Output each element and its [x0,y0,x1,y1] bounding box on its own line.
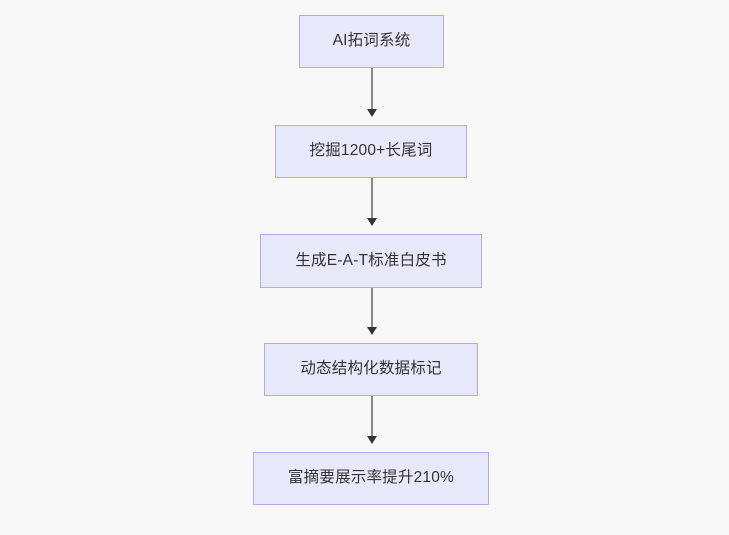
flow-node-label: AI拓词系统 [332,32,411,50]
flow-node-label: 富摘要展示率提升210% [287,469,455,487]
edge-line [371,396,373,437]
flow-node-1[interactable]: AI拓词系统 [299,15,444,68]
flow-node-3[interactable]: 生成E-A-T标准白皮书 [260,234,482,288]
flow-node-label: 动态结构化数据标记 [300,360,442,378]
flow-node-label: 生成E-A-T标准白皮书 [295,251,447,269]
flow-node-5[interactable]: 富摘要展示率提升210% [253,452,489,505]
flow-node-label: 挖掘1200+长尾词 [309,142,433,160]
edge-line [371,178,373,219]
arrowhead-icon [367,436,378,444]
flow-node-4[interactable]: 动态结构化数据标记 [264,343,478,396]
arrowhead-icon [367,109,378,117]
edge-line [371,288,373,328]
arrowhead-icon [367,327,378,335]
edge-line [371,68,373,110]
arrowhead-icon [367,218,378,226]
flow-node-2[interactable]: 挖掘1200+长尾词 [275,125,467,178]
